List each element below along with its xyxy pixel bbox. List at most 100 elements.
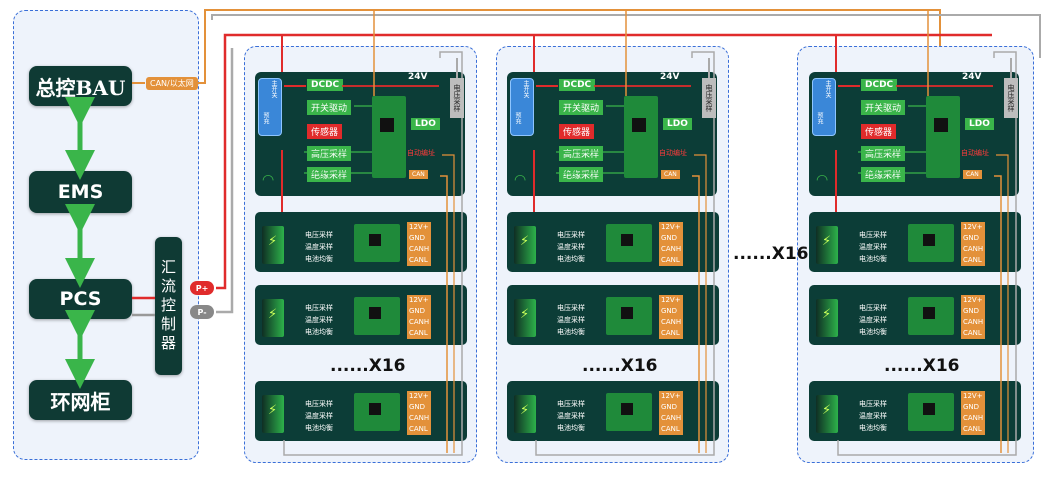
bmu-multiplier-1: ......X16: [330, 356, 406, 376]
bmu-port-canl-1-2: CANL: [407, 328, 431, 339]
bolt-icon-2-2: ⚡: [520, 307, 530, 322]
bmu-port-canh-2-1: CANH: [659, 244, 683, 255]
bmu-port-12v-1-2: 12V+: [407, 295, 431, 306]
bmu-line-3-1-1: 电池均衡: [305, 255, 333, 263]
bmu-line-1-1-3: 电压采样: [305, 400, 333, 408]
main-switch-3[interactable]: [812, 78, 836, 136]
bolt-icon-2-1: ⚡: [520, 234, 530, 249]
bmu-line-3-3-1: 电池均衡: [859, 255, 887, 263]
bmu-port-canl-1-1: CANL: [407, 255, 431, 266]
precharge-label-1: 预充: [262, 112, 269, 124]
bcu-controller-3[interactable]: [809, 72, 1019, 196]
auto-address-label-1: 自动编址: [407, 149, 435, 157]
auto-address-label-3: 自动编址: [961, 149, 989, 157]
voltage-24v-2: 24V: [660, 72, 680, 82]
bmu-line-2-1-3: 温度采样: [305, 412, 333, 420]
bmu-chip-3-1: [923, 234, 935, 246]
bmu-line-1-3-2: 电压采样: [859, 304, 887, 312]
bcu-chip-1: [380, 118, 394, 132]
bmu-port-12v-3-2: 12V+: [961, 295, 985, 306]
bmu-line-1-3-3: 电压采样: [859, 400, 887, 408]
wifi-icon-3: ◠: [816, 172, 829, 188]
auto-address-label-2: 自动编址: [659, 149, 687, 157]
bmu-line-3-1-3: 电池均衡: [305, 424, 333, 432]
bmu-line-1-3-1: 电压采样: [859, 231, 887, 239]
precharge-label-2: 预充: [514, 112, 521, 124]
bmu-multiplier-3: ......X16: [884, 356, 960, 376]
ldo-label-1: LDO: [411, 118, 440, 130]
bmu-port-gnd-1-3: GND: [407, 402, 431, 413]
bmu-line-3-3-2: 电池均衡: [859, 328, 887, 336]
hv-sample-label-2: 高压采样: [559, 146, 604, 161]
battery-icon-1-2: [262, 299, 284, 337]
bmu-line-3-2-1: 电池均衡: [557, 255, 585, 263]
precharge-label-3: 预充: [816, 112, 823, 124]
ring-main-unit-node[interactable]: 环网柜: [29, 380, 132, 420]
sensor-label-1: 传感器: [307, 124, 343, 139]
bmu-port-12v-3-1: 12V+: [961, 222, 985, 233]
p-minus-terminal: P-: [190, 305, 214, 319]
bmu-line-2-1-1: 温度采样: [305, 243, 333, 251]
ldo-label-3: LDO: [965, 118, 994, 130]
bmu-line-3-3-3: 电池均衡: [859, 424, 887, 432]
switch-drive-label-2: 开关驱动: [559, 100, 604, 115]
bcu-controller-1[interactable]: [255, 72, 465, 196]
iso-sample-label-3: 绝缘采样: [861, 167, 906, 182]
bmu-multiplier-2: ......X16: [582, 356, 658, 376]
bolt-icon-2-3: ⚡: [520, 403, 530, 418]
hv-sample-label-1: 高压采样: [307, 146, 352, 161]
can-ethernet-tag: CAN/以太网: [146, 77, 198, 90]
battery-icon-3-1: [816, 226, 838, 264]
bmu-port-gnd-2-1: GND: [659, 233, 683, 244]
bmu-line-2-3-3: 温度采样: [859, 412, 887, 420]
wifi-icon-1: ◠: [262, 172, 275, 188]
bmu-line-1-2-3: 电压采样: [557, 400, 585, 408]
bmu-line-1-2-1: 电压采样: [557, 231, 585, 239]
bmu-chip-2-2: [621, 307, 633, 319]
voltage-24v-1: 24V: [408, 72, 428, 82]
bmu-line-3-1-2: 电池均衡: [305, 328, 333, 336]
hv-sample-label-3: 高压采样: [861, 146, 906, 161]
bmu-port-canl-3-3: CANL: [961, 424, 985, 435]
bmu-line-2-2-1: 温度采样: [557, 243, 585, 251]
voltage-sample-bar-1: 电压采样: [450, 78, 464, 118]
bmu-line-1-1-2: 电压采样: [305, 304, 333, 312]
p-plus-terminal: P+: [190, 281, 214, 295]
bmu-port-canh-3-3: CANH: [961, 413, 985, 424]
main-switch-label-3: 主开关: [824, 80, 831, 98]
bmu-line-1-1-1: 电压采样: [305, 231, 333, 239]
bmu-line-3-2-3: 电池均衡: [557, 424, 585, 432]
bmu-port-canh-3-1: CANH: [961, 244, 985, 255]
bmu-chip-2-3: [621, 403, 633, 415]
bolt-icon-3-3: ⚡: [822, 403, 832, 418]
bcu-board-3: [926, 96, 960, 178]
dcdc-label-1: DCDC: [307, 79, 344, 91]
bmu-line-3-2-2: 电池均衡: [557, 328, 585, 336]
voltage-sample-bar-3: 电压采样: [1004, 78, 1018, 118]
bmu-port-gnd-3-1: GND: [961, 233, 985, 244]
bmu-port-canh-1-3: CANH: [407, 413, 431, 424]
bmu-port-gnd-1-2: GND: [407, 306, 431, 317]
main-switch-label-1: 主开关: [270, 80, 277, 98]
bmu-chip-3-3: [923, 403, 935, 415]
bmu-port-canl-2-2: CANL: [659, 328, 683, 339]
bmu-line-1-2-2: 电压采样: [557, 304, 585, 312]
battery-icon-2-3: [514, 395, 536, 433]
bmu-chip-1-1: [369, 234, 381, 246]
bmu-port-canh-2-3: CANH: [659, 413, 683, 424]
main-switch-1[interactable]: [258, 78, 282, 136]
battery-icon-2-2: [514, 299, 536, 337]
combiner-controller-node[interactable]: 汇流控制器: [155, 237, 182, 375]
dcdc-label-2: DCDC: [559, 79, 596, 91]
can-label-1: CAN: [409, 170, 428, 179]
battery-icon-1-1: [262, 226, 284, 264]
bcu-controller-2[interactable]: [507, 72, 717, 196]
bmu-port-12v-3-3: 12V+: [961, 391, 985, 402]
sensor-label-3: 传感器: [861, 124, 897, 139]
main-switch-2[interactable]: [510, 78, 534, 136]
bmu-chip-2-1: [621, 234, 633, 246]
dcdc-label-3: DCDC: [861, 79, 898, 91]
bmu-port-12v-2-2: 12V+: [659, 295, 683, 306]
bolt-icon-3-2: ⚡: [822, 307, 832, 322]
sensor-label-2: 传感器: [559, 124, 595, 139]
